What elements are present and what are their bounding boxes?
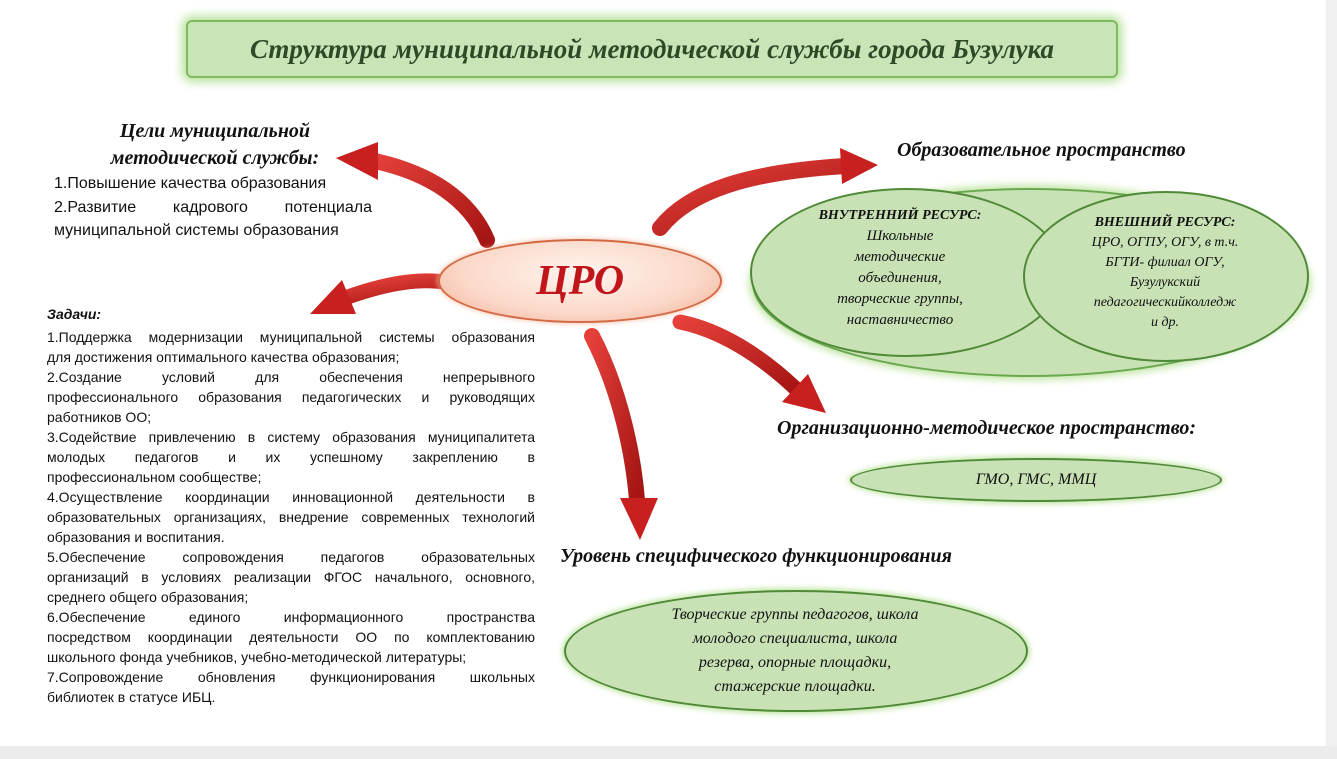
task-line: 6.Обеспечение единого информационного пр… [47, 609, 535, 625]
goals-title: Цели муниципальной методической службы: [80, 118, 350, 172]
task-line: школьного фонда учебников, учебно-методи… [47, 649, 467, 665]
external-resource-line: ЦРО, ОГПУ, ОГУ, в т.ч. [1091, 235, 1239, 250]
edu-space-title: Образовательное пространство [897, 139, 1186, 161]
external-resource-ellipse [1023, 191, 1309, 362]
internal-resource-head: ВНУТРЕННИЙ РЕСУРС: [818, 208, 982, 223]
task-line: молодых педагогов и их успешному закрепл… [47, 449, 535, 465]
title-box: Структура муниципальной методической слу… [186, 20, 1118, 78]
task-line: профессионального образования педагогиче… [47, 389, 535, 405]
goal-item-3: муниципальной системы образования [54, 222, 339, 239]
page-title: Структура муниципальной методической слу… [250, 33, 1054, 64]
goals-title-line1: Цели муниципальной [119, 120, 311, 142]
internal-resource-line: творческие группы, [837, 291, 963, 307]
task-line: образовательных организациях, внедрение … [47, 509, 535, 525]
right-border [1326, 0, 1337, 759]
task-line: посредством координации деятельности ОО … [47, 629, 535, 645]
org-space-text: ГМО, ГМС, ММЦ [975, 471, 1097, 488]
task-line: среднего общего образования; [47, 589, 249, 605]
external-resource-line: БГТИ- филиал ОГУ, [1105, 255, 1225, 270]
spec-level-line: резерва, опорные площадки, [698, 654, 892, 671]
goals-title-line2: методической службы: [110, 147, 320, 169]
center-node: ЦРО [438, 239, 722, 323]
spec-level-line: Творческие группы педагогов, школа [671, 606, 919, 623]
task-line: 4.Осуществление координации инновационно… [47, 489, 535, 505]
spec-level-line: стажерские площадки. [714, 678, 876, 695]
internal-resource-line: объединения, [858, 270, 942, 286]
external-resource-head: ВНЕШНИЙ РЕСУРС: [1094, 215, 1236, 230]
arrow-to-goals [336, 142, 495, 248]
task-line: 5.Обеспечение сопровождения педагогов об… [47, 549, 535, 565]
org-space-ellipse: ГМО, ГМС, ММЦ [850, 458, 1222, 502]
center-label: ЦРО [535, 258, 625, 304]
spec-level-ellipse [564, 590, 1028, 712]
external-resource-line: Бузулукский [1129, 275, 1201, 290]
task-line: для достижения оптимального качества обр… [47, 349, 400, 365]
arrow-to-org-space [672, 314, 826, 413]
task-line: 3.Содействие привлечению в систему образ… [47, 429, 535, 445]
task-line: 2.Создание условий для обеспечения непре… [47, 369, 535, 385]
internal-resource-line: методические [854, 249, 946, 265]
task-line: 1.Поддержка модернизации муниципальной с… [47, 329, 535, 345]
tasks-title: Задачи: [47, 306, 102, 322]
internal-resource-ellipse [750, 188, 1064, 357]
goal-item-1: 1.Повышение качества образования [54, 175, 327, 192]
arrow-to-spec-level [584, 328, 658, 540]
task-line: организаций в условиях реализации ФГОС н… [47, 569, 535, 585]
task-line: профессиональном сообществе; [47, 469, 262, 485]
spec-level-line: молодого специалиста, школа [692, 630, 898, 647]
internal-resource-line: Школьные [866, 228, 934, 244]
org-space-title: Организационно-методическое пространство… [777, 417, 1197, 439]
spec-level-title: Уровень специфического функционирования [560, 545, 952, 567]
external-resource-line: и др. [1150, 315, 1180, 330]
external-resource-text: ВНЕШНИЙ РЕСУРС: ЦРО, ОГПУ, ОГУ, в т.ч. Б… [1050, 213, 1280, 333]
external-resource-line: педагогическийколледж [1093, 295, 1237, 310]
task-line: работников ОО; [47, 409, 152, 425]
task-line: библиотек в статусе ИБЦ. [47, 689, 216, 705]
goal-item-2: 2.Развитие кадрового потенциала [54, 199, 372, 216]
internal-resource-line: наставничество [846, 312, 954, 328]
task-line: 7.Сопровождение обновления функционирова… [47, 669, 535, 685]
bottom-border [0, 746, 1337, 759]
spec-level-text: Творческие группы педагогов, школа молод… [600, 603, 990, 699]
tasks-list: 1.Поддержка модернизации муниципальной с… [47, 327, 535, 707]
task-line: образования и воспитания. [47, 529, 225, 545]
arrow-to-edu-space [652, 148, 878, 236]
internal-resource-text: ВНУТРЕННИЙ РЕСУРС: Школьные методические… [790, 206, 1010, 331]
